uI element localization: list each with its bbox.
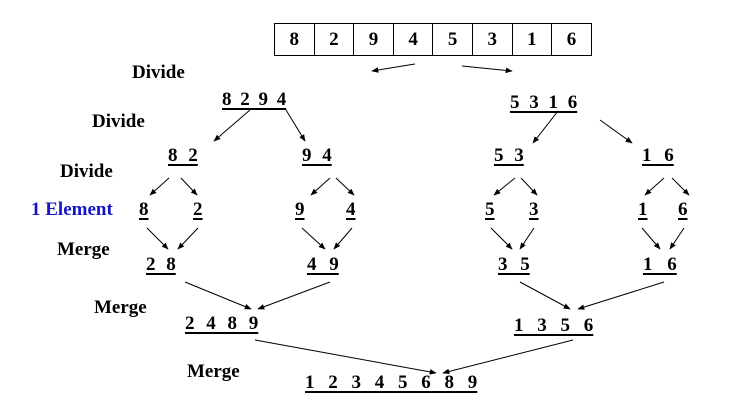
arrow [461,65,513,74]
arrow [519,281,571,310]
merge-label: Merge [57,239,110,260]
arrow [519,227,535,250]
divide-label: Divide [92,111,145,132]
array-cell: 1 [512,23,553,56]
merged-subarray: 1 3 5 6 [514,315,594,336]
arrow [442,339,574,375]
subarray: 1 6 [642,145,674,166]
merged-subarray: 1 6 [643,254,677,275]
array-cell: 2 [314,23,355,56]
arrow [254,339,437,375]
arrow [493,177,516,196]
subarray: 9 4 [302,145,332,166]
arrow [301,227,326,250]
merged-subarray: 2 8 [146,254,176,275]
arrow [177,227,199,250]
arrow [184,281,252,310]
arrow [146,227,169,250]
one-element-label: 1 Element [31,199,113,220]
single-element: 8 [139,199,149,220]
arrow [577,281,665,310]
divide-label: Divide [132,62,185,83]
single-element: 4 [346,199,356,220]
single-element: 6 [678,199,688,220]
arrow [180,177,198,196]
arrow [149,177,170,196]
arrow [532,110,559,144]
merge-label: Merge [94,297,147,318]
arrow [333,227,353,250]
arrow [213,109,251,142]
single-element: 1 [638,199,648,220]
arrow [599,119,633,144]
single-element: 9 [295,199,305,220]
merged-subarray: 4 9 [307,254,339,275]
subarray: 5 3 [494,145,524,166]
merge-label: Merge [187,361,240,382]
merged-subarray: 2 4 8 9 [185,313,259,334]
single-element: 5 [485,199,495,220]
arrow [285,109,306,142]
array-cell: 4 [393,23,434,56]
arrow [335,177,355,196]
array-cell: 3 [472,23,513,56]
arrow [641,227,661,250]
input-array: 8 2 9 4 5 3 1 6 [274,23,592,56]
array-cell: 6 [552,23,592,56]
sorted-result: 1 2 3 4 5 6 8 9 [305,372,478,393]
arrow [490,227,513,250]
arrow [520,177,538,196]
single-element: 2 [193,199,203,220]
divide-label: Divide [60,161,113,182]
arrow [644,177,665,196]
subarray-left: 8 2 9 4 [222,89,287,110]
array-cell: 5 [433,23,473,56]
subarray-right: 5 3 1 6 [510,92,578,113]
arrow [669,227,685,250]
arrow [310,177,331,196]
subarray: 8 2 [168,145,198,166]
arrow [371,63,416,73]
single-element: 3 [529,199,539,220]
arrow [671,177,690,196]
array-cell: 9 [354,23,394,56]
arrow [257,281,331,310]
merged-subarray: 3 5 [498,254,530,275]
array-cell: 8 [275,23,315,56]
